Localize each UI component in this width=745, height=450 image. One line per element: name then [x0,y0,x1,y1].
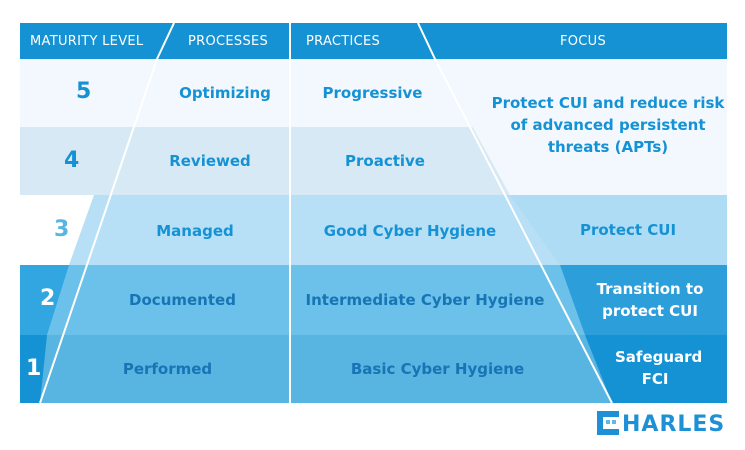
practice-level-3: Good Cyber Hygiene [323,222,497,240]
level-2-number: 2 [40,286,56,311]
header-bar [20,23,727,59]
focus-level-1: Safeguard FCI [615,348,703,388]
header-practices: PRACTICES [306,33,381,49]
focus-region-level-1 [585,335,727,403]
outer-left-level-5 [20,59,157,127]
header-divider-3 [417,22,436,60]
practice-level-2: Intermediate Cyber Hygiene [305,291,545,309]
charles-logo: HARLES [596,407,731,441]
outer-left-level-3 [20,195,94,265]
header-divider-1 [156,22,175,60]
focus-region-levels-4-5 [435,59,727,195]
focus-region-level-2 [560,265,727,335]
practice-level-5: Progressive [322,84,423,102]
pyramid-right-edge [434,58,613,404]
practice-level-4: Proactive [345,152,425,170]
header-processes: PROCESSES [188,33,269,49]
focus-levels-4-5: Protect CUI and reduce risk of advanced … [491,94,725,156]
outer-left-level-1 [20,335,47,403]
charles-logo-icon [597,411,619,435]
process-level-5: Optimizing [179,84,271,102]
process-level-3: Managed [156,222,234,240]
level-5-number: 5 [76,79,92,104]
outer-left-level-4 [20,127,125,195]
process-level-4: Reviewed [169,152,251,170]
pyramid-left-edge [39,58,158,404]
logo-text: HARLES [622,411,726,437]
header-focus: FOCUS [560,33,607,49]
focus-level-2: Transition to protect CUI [596,280,704,320]
practice-level-1: Basic Cyber Hygiene [350,360,525,378]
level-1-number: 1 [26,356,42,381]
level-3-number: 3 [54,217,70,242]
level-4-number: 4 [64,148,80,173]
focus-level-3: Protect CUI [579,221,677,239]
header-maturity-level: MATURITY LEVEL [30,33,144,49]
process-level-1: Performed [122,360,213,378]
outer-left-level-2 [20,265,69,335]
focus-region-level-3 [510,195,727,265]
process-level-2: Documented [129,291,236,309]
